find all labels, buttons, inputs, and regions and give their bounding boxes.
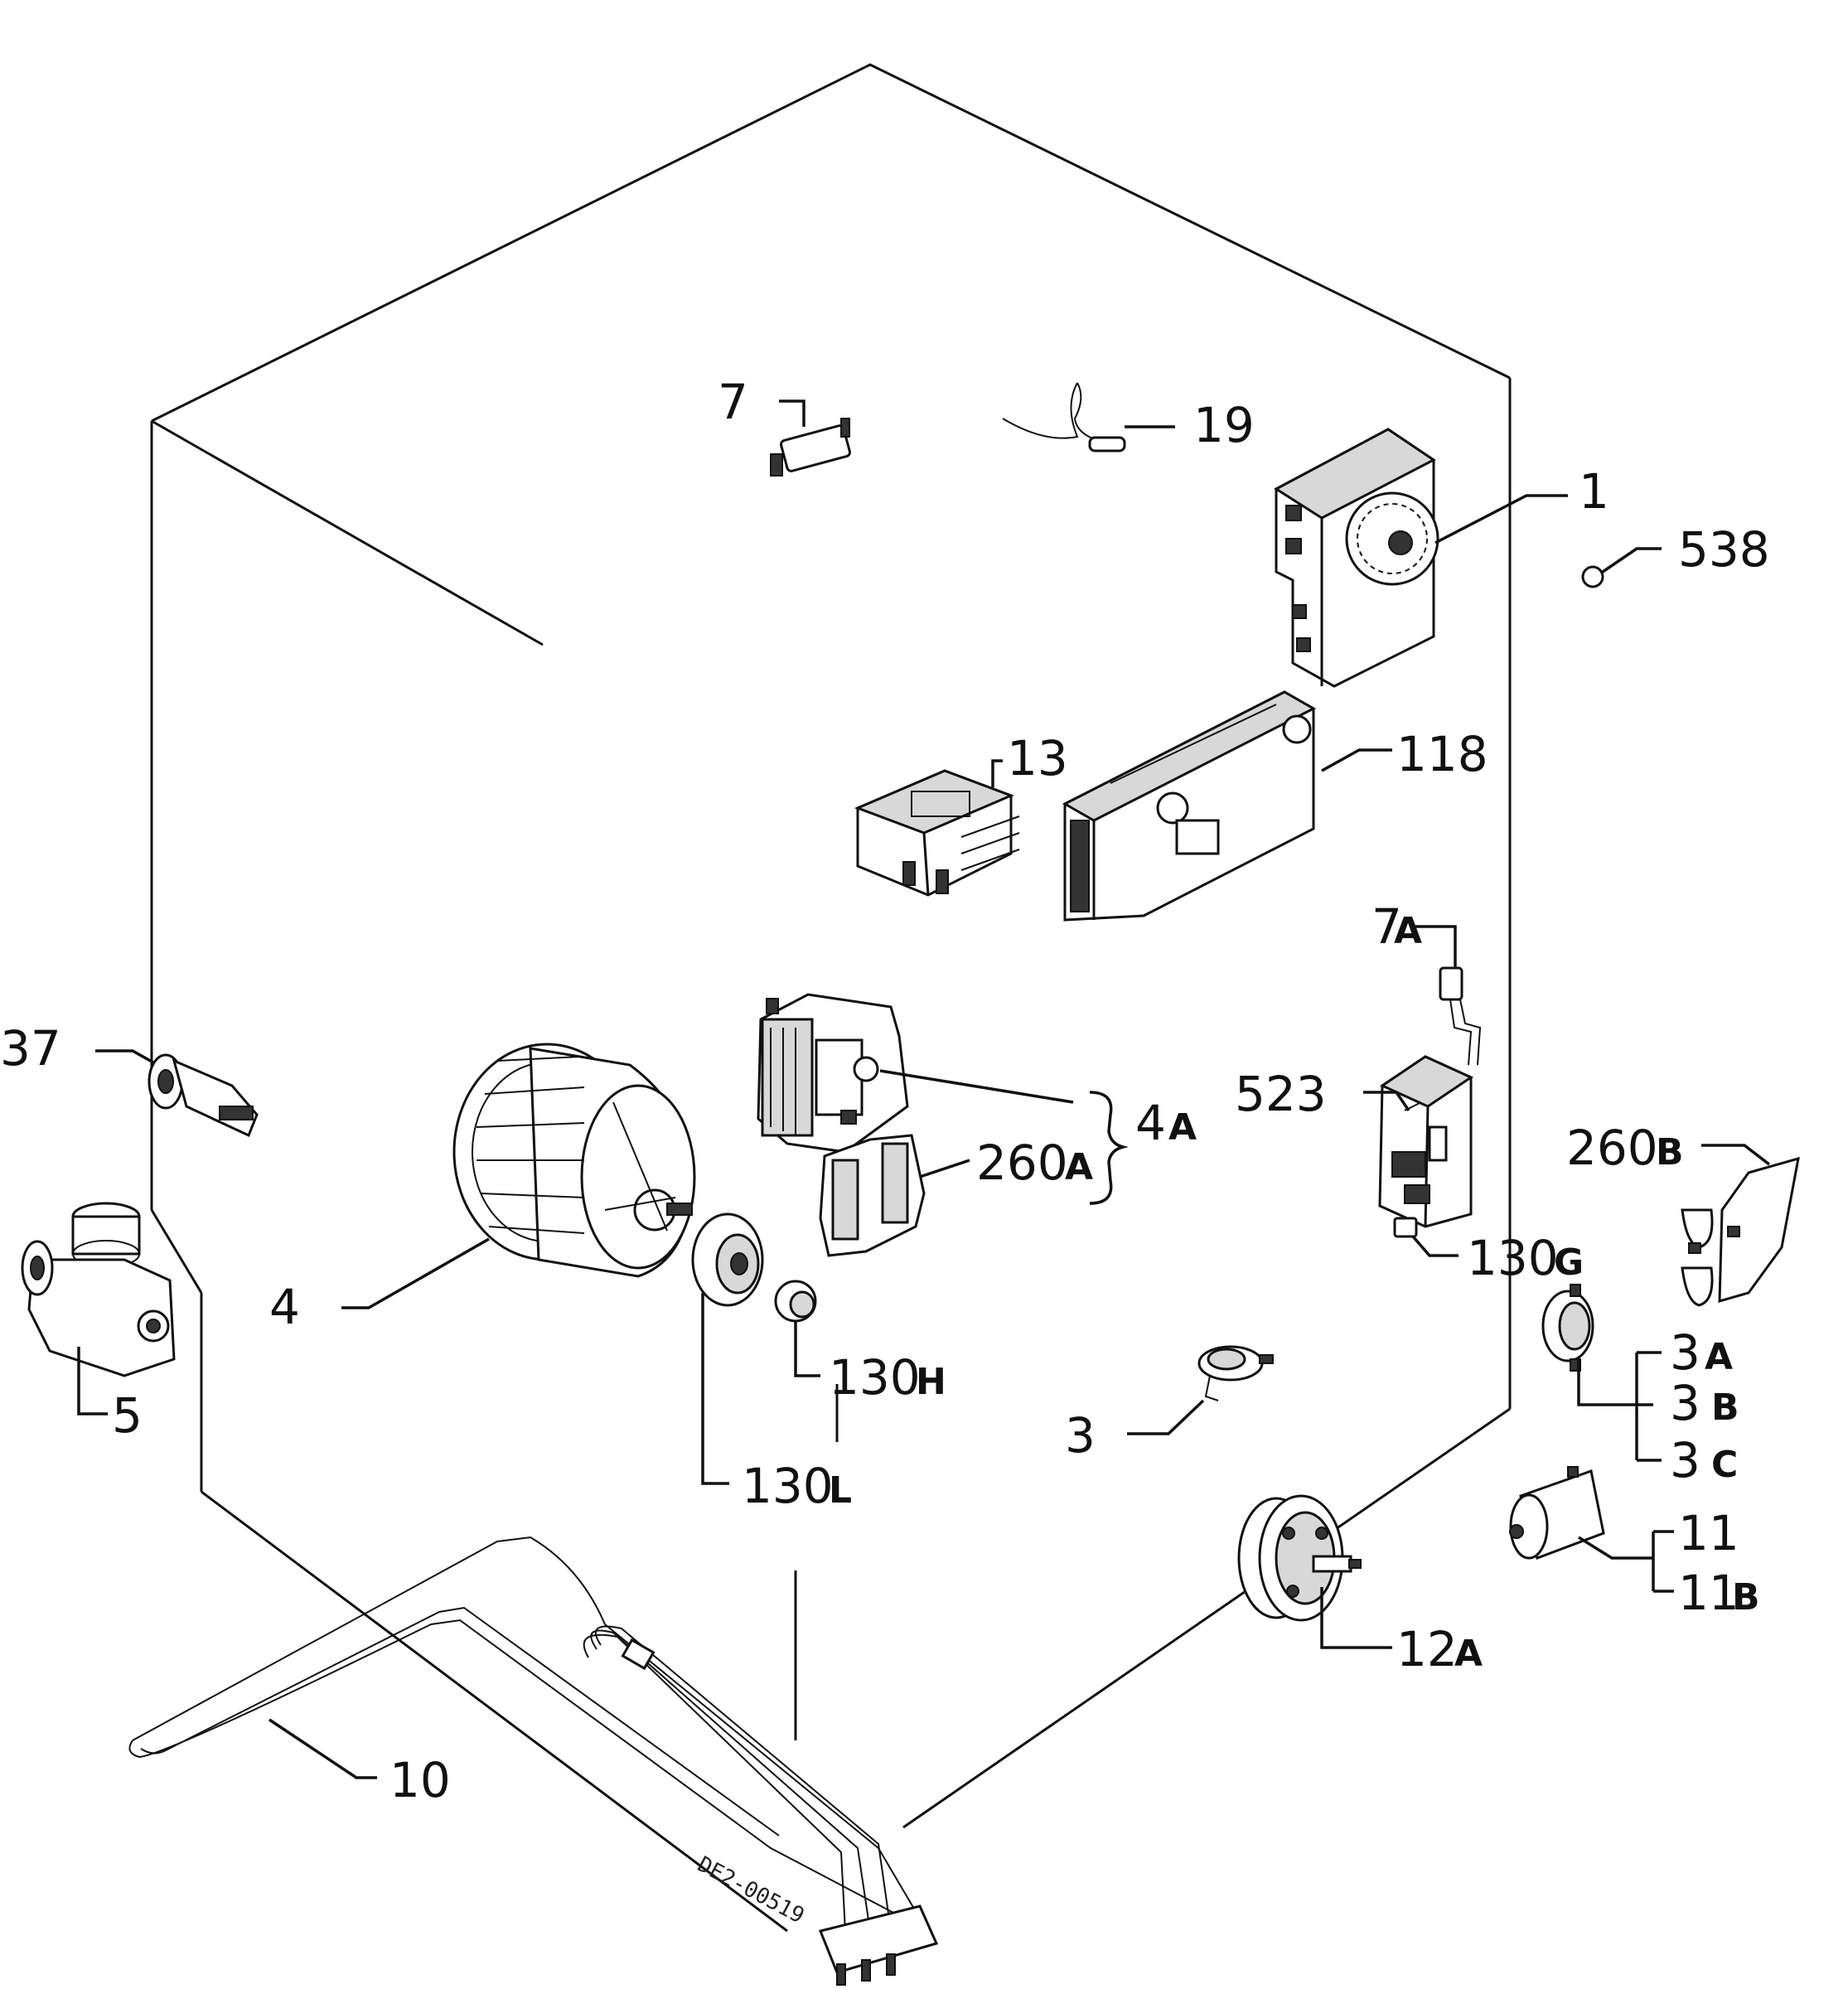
part-118-control-panel (1062, 690, 1392, 922)
part-130L-pulley (691, 1212, 764, 1485)
label-13: 13 (1007, 730, 1068, 786)
part-10-heating-element (128, 1536, 939, 1986)
part-130H-bushing (774, 1280, 820, 1377)
label-10: 10 (389, 1752, 451, 1808)
label-130L-sub: L (829, 1469, 852, 1512)
label-12A-num: 12 (1396, 1621, 1458, 1677)
label-11B-num: 11 (1678, 1565, 1739, 1621)
label-4A-num: 4 (1135, 1095, 1166, 1151)
label-523: 523 (1235, 1066, 1327, 1122)
label-3C-num: 3 (1670, 1432, 1700, 1488)
label-11: 11 (1678, 1505, 1739, 1561)
label-130G-num: 130 (1467, 1230, 1559, 1286)
label-260A-num: 260 (976, 1135, 1068, 1191)
label-7: 7 (718, 374, 748, 430)
cabinet-outline (150, 63, 1512, 1933)
label-130H-num: 130 (829, 1349, 921, 1406)
label-130G-sub: G (1554, 1241, 1584, 1284)
label-3B-num: 3 (1670, 1375, 1700, 1431)
part-13-switch-block (854, 759, 1020, 897)
part-538-knob (1581, 547, 1662, 588)
part-260B-bracket (1681, 1144, 1800, 1307)
label-37: 37 (0, 1020, 61, 1077)
part-37-pressure-chamber (95, 1049, 259, 1138)
part-5-water-valve (21, 1202, 176, 1416)
part-19-sensor (1002, 382, 1175, 452)
part-11-capacitor (1509, 1466, 1674, 1593)
label-4: 4 (269, 1279, 300, 1335)
label-4A-sub: A (1168, 1106, 1197, 1149)
part-1-timer (1274, 428, 1568, 688)
label-260A-sub: A (1065, 1146, 1093, 1188)
part-3-thermostat (1127, 1345, 1274, 1435)
label-5: 5 (112, 1387, 143, 1444)
label-11B-sub: B (1732, 1576, 1760, 1619)
part-12A-pressure-switch (1237, 1494, 1392, 1649)
label-7A-sub: A (1394, 910, 1422, 952)
label-130L-num: 130 (742, 1458, 834, 1514)
part-523-door-lock (1363, 1055, 1474, 1228)
label-3A-num: 3 (1670, 1324, 1700, 1381)
label-3A-sub: A (1705, 1336, 1733, 1378)
part-260A-bracket (819, 1134, 970, 1257)
label-538: 538 (1678, 521, 1770, 578)
label-7A-num: 7 (1371, 898, 1402, 955)
drawing-code: DE2-00519 (694, 1852, 808, 1929)
label-260B-sub: B (1656, 1131, 1684, 1174)
part-7A-door-switch (1413, 925, 1482, 1066)
part-4-main-motor (341, 1043, 696, 1309)
label-3: 3 (1065, 1407, 1096, 1464)
label-3C-sub: C (1711, 1444, 1738, 1486)
label-19: 19 (1193, 397, 1255, 453)
label-3B-sub: B (1711, 1386, 1739, 1429)
label-118: 118 (1396, 726, 1488, 782)
label-1: 1 (1579, 463, 1609, 520)
label-260B-num: 260 (1566, 1120, 1658, 1176)
label-130H-sub: H (916, 1361, 946, 1403)
part-130G (1393, 1217, 1459, 1257)
brace-4A (1089, 1091, 1129, 1205)
part-4A-fan-motor (757, 993, 1074, 1154)
part-3ABC-thermostat (1541, 1284, 1662, 1462)
label-12A-sub: A (1454, 1633, 1483, 1675)
part-7-switch (770, 399, 851, 477)
